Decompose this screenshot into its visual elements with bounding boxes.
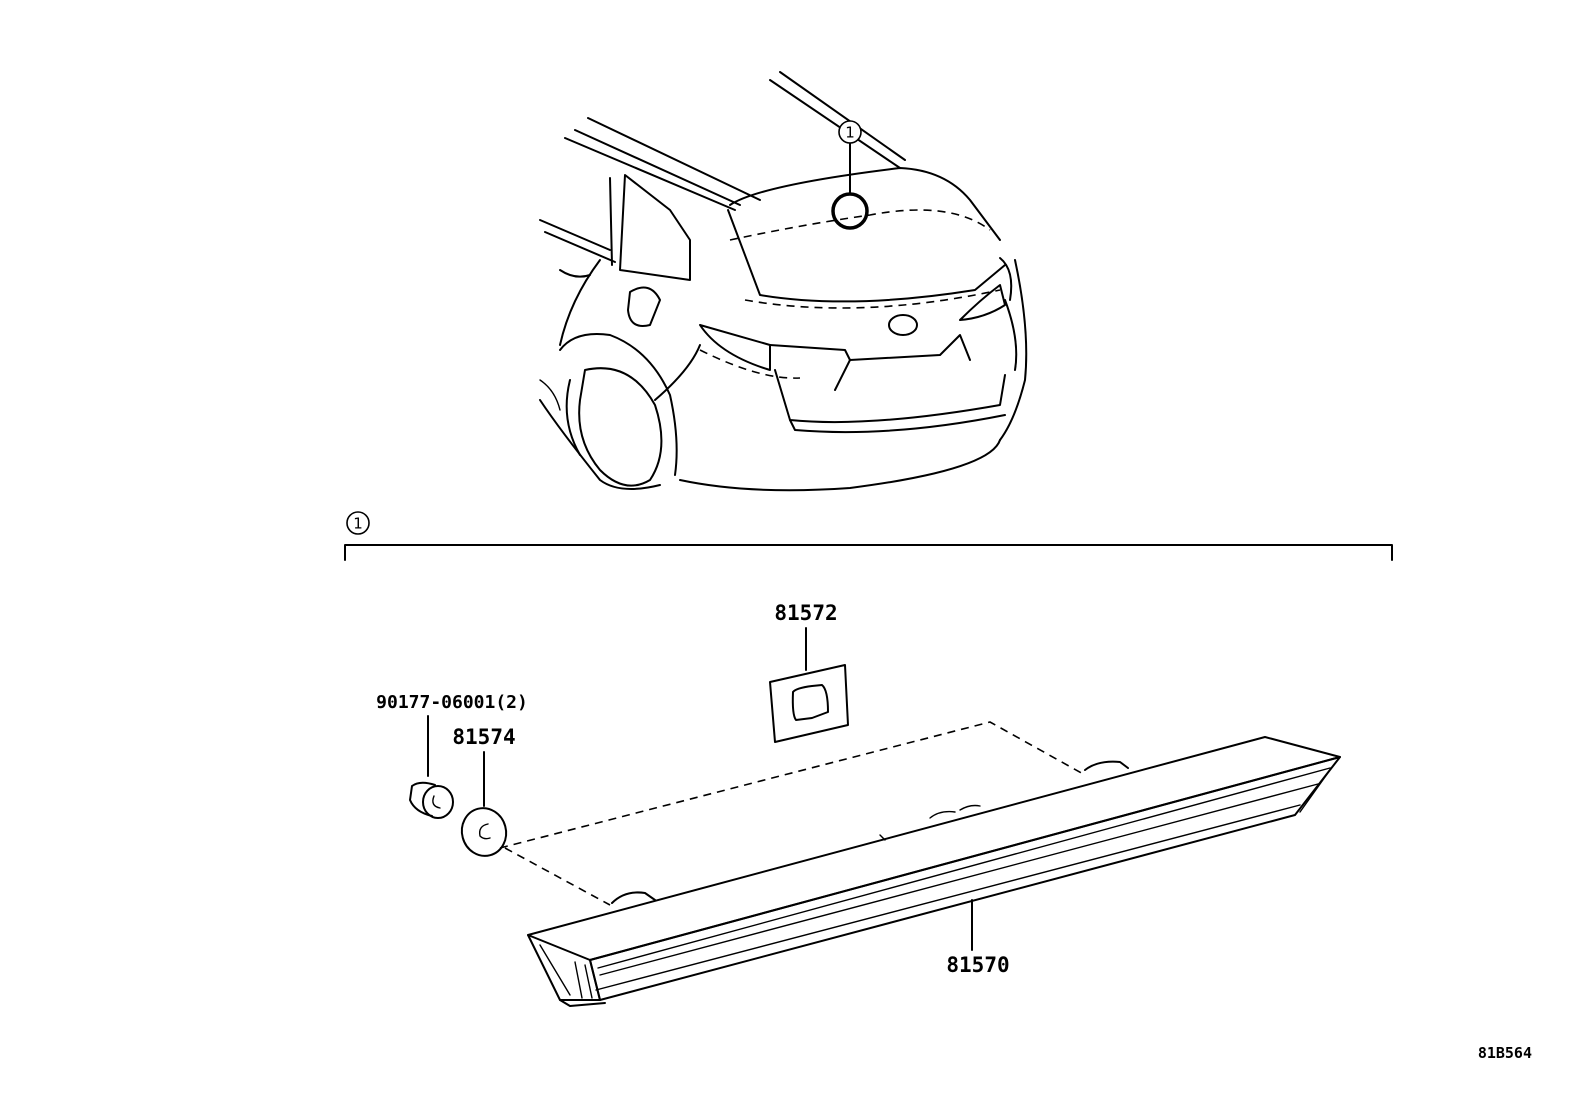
assembly-line-upper: [499, 721, 1086, 849]
part-81572-gasket: 81572: [769, 601, 849, 743]
bracket-line: [344, 544, 1393, 561]
callout-circle-section: [346, 511, 370, 535]
label-81574: 81574: [452, 725, 515, 749]
part-90177-nut: 90177-06001(2): [376, 692, 528, 819]
label-90177: 90177-06001(2): [376, 692, 528, 713]
callout-ref-top: 1: [845, 124, 855, 142]
label-81570: 81570: [946, 953, 1009, 977]
label-81572: 81572: [774, 601, 837, 625]
part-81574-washer: 81574: [452, 725, 516, 857]
detail-section-bracket: 1: [344, 511, 1393, 561]
callout-ref-section: 1: [353, 515, 363, 533]
callout-circle-top: [838, 120, 862, 144]
vehicle-rear-illustration: 1: [539, 71, 1028, 492]
illustration-code: 81B564: [1478, 1044, 1532, 1062]
assembly-line-lower: [504, 847, 611, 906]
mount-location-marker: [831, 192, 869, 230]
part-81570-stop-lamp: 81570: [527, 736, 1341, 1007]
